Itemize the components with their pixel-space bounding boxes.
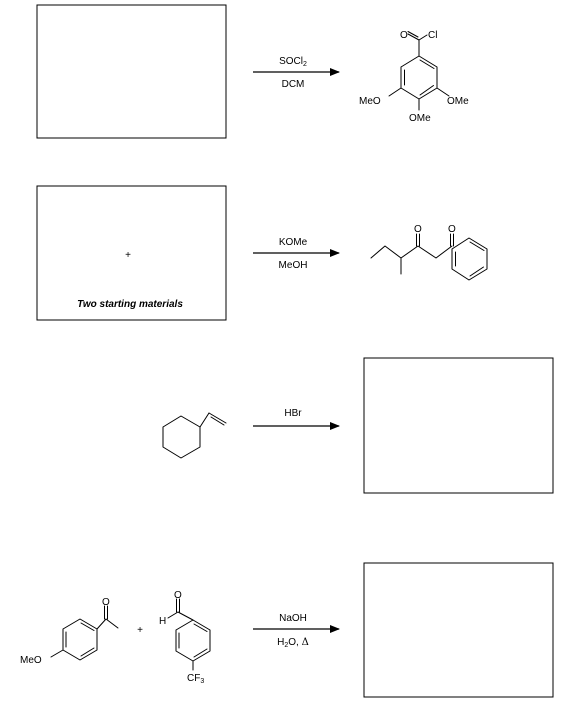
reaction-2-product-structure	[370, 233, 488, 281]
reaction-1-product-ome-left: MeO	[359, 96, 381, 107]
reaction-3-product-answer-box[interactable]	[363, 357, 554, 494]
reaction-4-reactant-1-structure	[50, 605, 119, 661]
reaction-1-starting-material-answer-box[interactable]	[36, 4, 227, 139]
reaction-1-product-ome-bottom: OMe	[409, 113, 431, 124]
reaction-1-product-ome-right: OMe	[447, 96, 469, 107]
reaction-4-reactant-2-carbonyl-o: O	[174, 590, 182, 601]
reaction-3-reagent-top: HBr	[284, 408, 302, 419]
reaction-1-reagent-bottom: DCM	[282, 79, 305, 90]
reaction-4-reactant-2-aldehyde-h: H	[159, 616, 166, 627]
reaction-4-reactant-2-cf3: CF3	[187, 673, 204, 685]
reaction-4-product-answer-box[interactable]	[363, 562, 554, 698]
reaction-4-reactant-1-ome: MeO	[20, 655, 42, 666]
reaction-2-product-carbonyl-o1: O	[414, 224, 422, 235]
reaction-2-reagent-top: KOMe	[279, 237, 308, 248]
reaction-1: SOCl2 DCM O Cl MeO OMe OMe	[36, 4, 469, 139]
reaction-2: + Two starting materials KOMe MeOH O O	[36, 185, 488, 321]
reaction-4-reactant-1-carbonyl-o: O	[102, 597, 110, 608]
reaction-2-product-carbonyl-o2: O	[448, 224, 456, 235]
reaction-1-product-structure	[388, 31, 450, 111]
reaction-4-reactant-2-structure	[167, 598, 211, 671]
reaction-4: O MeO + O H CF3 NaOH H2O, Δ	[20, 562, 554, 698]
reaction-2-box-plus-sign: +	[125, 250, 131, 261]
reaction-4-reagent-bottom: H2O, Δ	[277, 637, 309, 649]
reaction-1-product-carbonyl-o: O	[400, 30, 408, 41]
reaction-1-product-cl: Cl	[428, 30, 437, 41]
reaction-2-reagent-bottom: MeOH	[279, 260, 308, 271]
reaction-3-reactant-structure	[162, 412, 227, 459]
reaction-4-plus-sign: +	[137, 625, 143, 636]
reaction-3: HBr	[162, 357, 554, 494]
reaction-4-reagent-top: NaOH	[279, 613, 307, 624]
reaction-1-reagent-top: SOCl2	[279, 56, 307, 68]
reaction-2-starting-materials-answer-box[interactable]	[36, 185, 227, 321]
reaction-2-box-caption: Two starting materials	[77, 299, 183, 310]
